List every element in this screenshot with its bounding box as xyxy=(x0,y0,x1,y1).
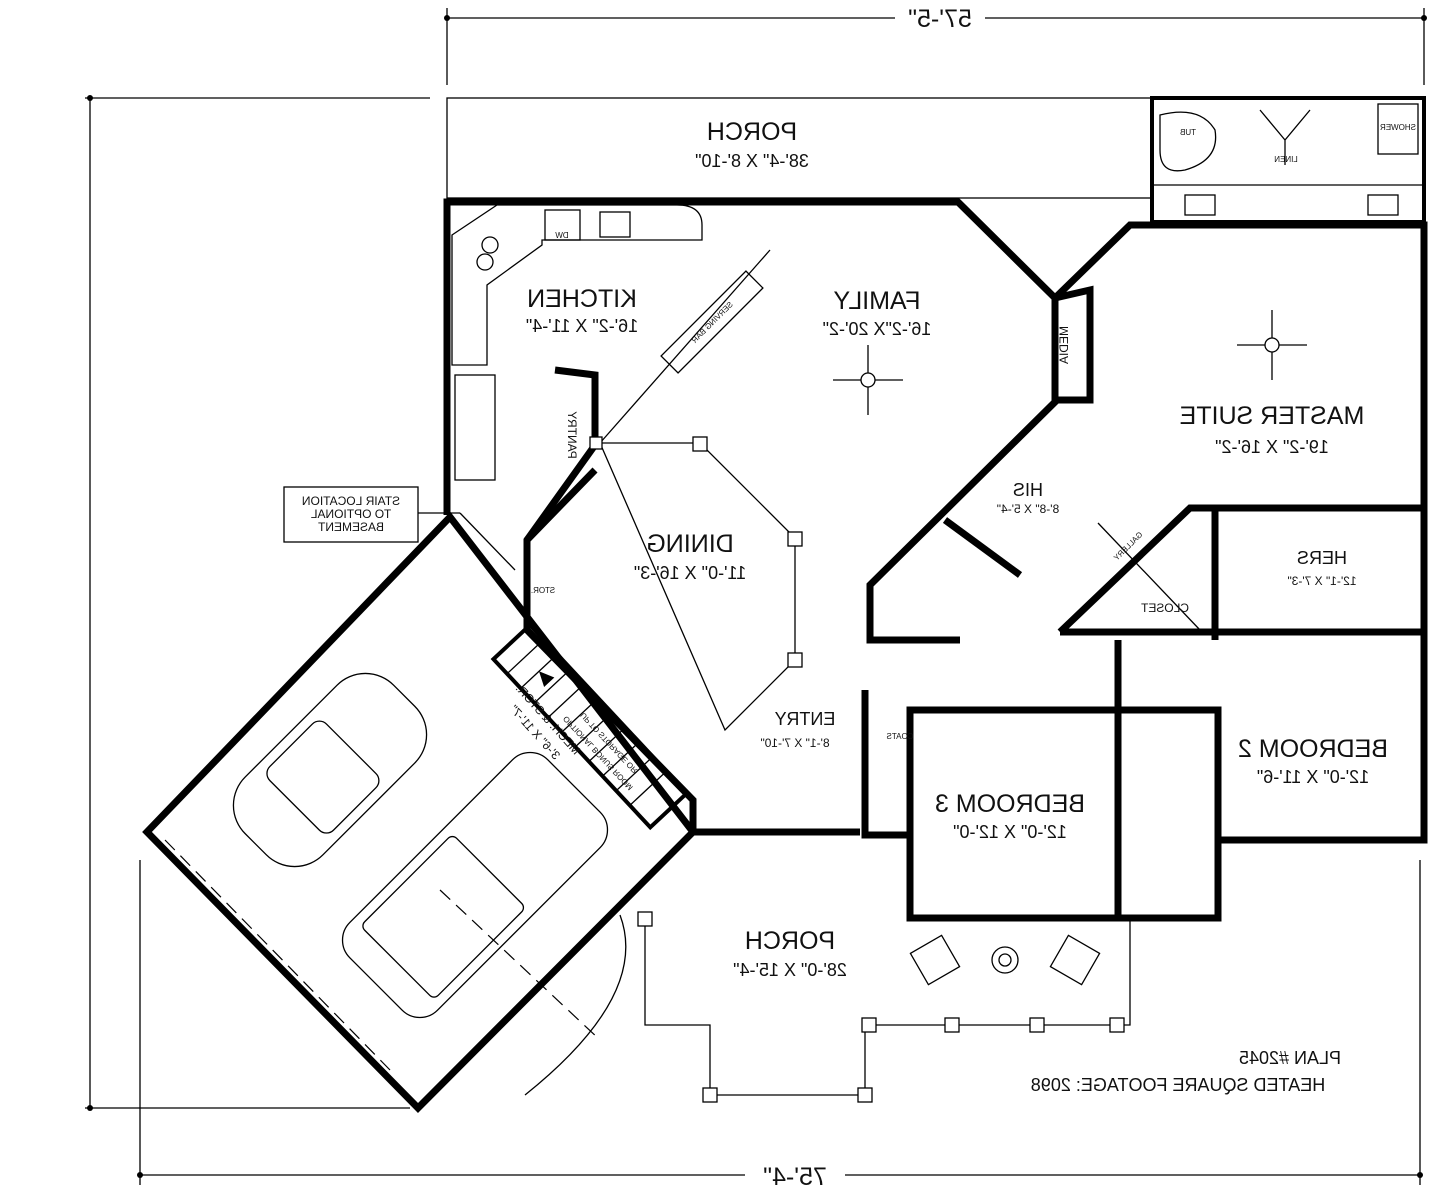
ceiling-fan-icon xyxy=(1237,310,1307,380)
bedroom2-size: 12'-0" X 11'-6" xyxy=(1257,767,1369,787)
his-name: HIS xyxy=(1013,480,1043,500)
entry-name: ENTRY xyxy=(775,709,836,729)
shower-label: SHOWER xyxy=(1380,123,1416,132)
hers-name: HERS xyxy=(1297,548,1347,568)
stair-note-line2: TO OPTIONAL xyxy=(310,507,391,521)
stair-location-note: STAIR LOCATION TO OPTIONAL BASEMENT xyxy=(283,486,516,571)
porch-posts xyxy=(589,436,1125,1103)
entry-size: 8'-1" X 7'-10" xyxy=(760,736,829,750)
dimension-bottom: 75'-4" xyxy=(137,860,1423,1191)
media-label: MEDIA xyxy=(1057,326,1071,364)
family-name: FAMILY xyxy=(833,287,920,315)
stair-note-line3: BASEMENT xyxy=(317,520,384,534)
porch-table-icon xyxy=(991,946,1019,974)
rear-porch-size: 38'-4" X 8'-10" xyxy=(695,151,809,171)
porch-chair-icon xyxy=(1049,934,1101,986)
dining-bay xyxy=(599,442,796,732)
master-bath: TUB LINEN SHOWER xyxy=(1150,96,1426,224)
tub-label: TUB xyxy=(1180,128,1196,137)
room-labels: PORCH 38'-4" X 8'-10" KITCHEN 16'-2" X 1… xyxy=(507,118,1388,980)
closet-label: CLOSET xyxy=(1140,601,1189,615)
exterior-walls xyxy=(443,198,1428,922)
heated-square-footage: HEATED SQUARE FOOTAGE: 2098 xyxy=(1031,1075,1325,1095)
master-suite-name: MASTER SUITE xyxy=(1180,402,1365,430)
rear-porch-outline xyxy=(446,97,1153,199)
porch-chair-icon xyxy=(909,934,961,986)
dimension-top: 57'-5" xyxy=(444,4,1427,85)
ceiling-fan-icon xyxy=(833,345,903,415)
stair-arrow-icon xyxy=(538,671,555,688)
rear-porch-name: PORCH xyxy=(707,118,797,146)
garage xyxy=(142,511,698,1113)
linen-label: LINEN xyxy=(1274,155,1298,164)
dining-name: DINING xyxy=(646,530,734,558)
family-size: 16'-2"X 20'-2" xyxy=(823,319,932,339)
dw-label: DW xyxy=(555,231,569,240)
front-porch-name: PORCH xyxy=(745,927,835,955)
stor-label: STOR. xyxy=(531,586,555,595)
his-size: 8'-8" X 5'-4" xyxy=(997,502,1059,516)
dining-size: 11'-0" X 16'-3" xyxy=(634,563,746,583)
dimension-left xyxy=(85,95,430,1111)
kitchen-name: KITCHEN xyxy=(527,285,637,313)
kitchen-counters: DW SERVING BAR xyxy=(451,204,764,481)
bedroom3-size: 12'-0" X 12'-0" xyxy=(953,822,1067,842)
master-suite-size: 19'-2" X 16'-2" xyxy=(1215,437,1329,457)
pantry-label: PANTRY xyxy=(565,411,579,459)
front-porch-railing xyxy=(644,915,1131,1096)
bedroom2-name: BEDROOM 2 xyxy=(1238,735,1388,763)
bedroom3-name: BEDROOM 3 xyxy=(935,790,1085,818)
plan-number: PLAN #2045 xyxy=(1239,1048,1341,1068)
hers-size: 12'-1" X 7'-3" xyxy=(1287,574,1356,588)
front-porch-size: 28'-0" X 15'-4" xyxy=(733,960,847,980)
dimension-bottom-label: 75'-4" xyxy=(763,1163,827,1191)
stair-note-line1: STAIR LOCATION xyxy=(302,494,400,508)
dimension-top-label: 57'-5" xyxy=(908,5,972,33)
kitchen-size: 16'-2" X 11'-4" xyxy=(526,316,638,336)
coats-label: COATS xyxy=(887,732,914,741)
